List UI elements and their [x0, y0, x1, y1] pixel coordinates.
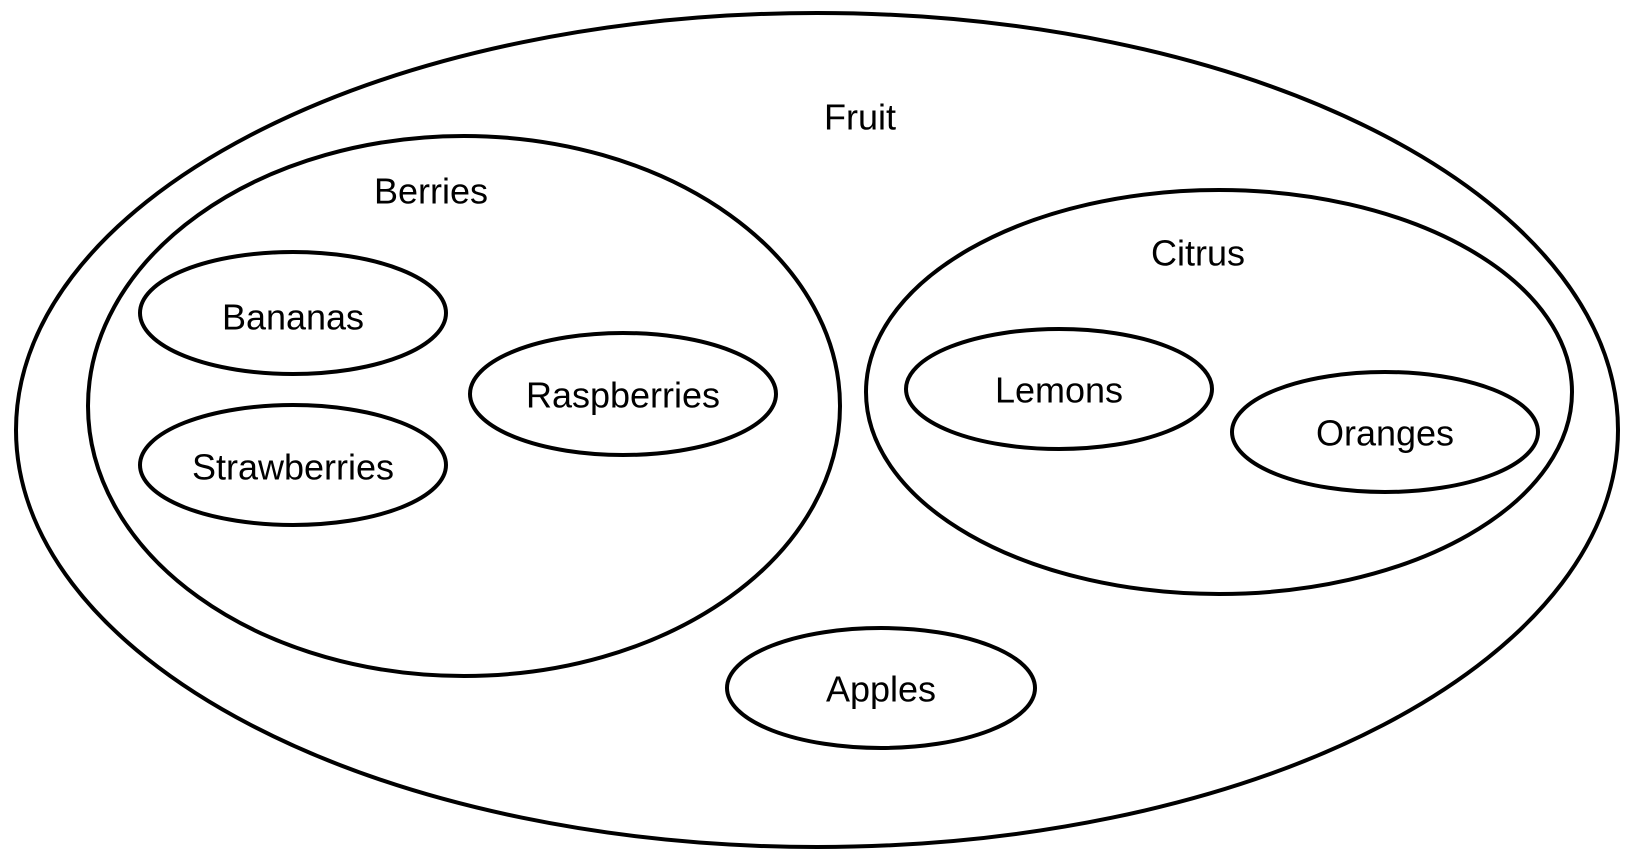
item-bananas: Bananas [138, 250, 448, 376]
item-raspberries: Raspberries [468, 331, 778, 457]
lemons-label: Lemons [995, 370, 1123, 411]
set-citrus: Citrus Lemons Oranges [864, 188, 1574, 596]
apples-ellipse [725, 626, 1037, 750]
oranges-ellipse [1230, 370, 1540, 494]
item-lemons: Lemons [904, 327, 1214, 451]
item-strawberries: Strawberries [138, 403, 448, 527]
citrus-label: Citrus [1151, 233, 1245, 274]
fruit-ellipse [14, 11, 1620, 849]
lemons-ellipse [904, 327, 1214, 451]
fruit-label: Fruit [824, 97, 896, 138]
set-berries: Berries Bananas Strawberries Raspberries [86, 134, 842, 678]
item-oranges: Oranges [1230, 370, 1540, 494]
citrus-ellipse [864, 188, 1574, 596]
bananas-label: Bananas [222, 297, 364, 338]
oranges-label: Oranges [1316, 413, 1454, 454]
strawberries-label: Strawberries [192, 447, 394, 488]
strawberries-ellipse [138, 403, 448, 527]
item-apples: Apples [725, 626, 1037, 750]
raspberries-label: Raspberries [526, 375, 720, 416]
berries-label: Berries [374, 171, 488, 212]
berries-ellipse [86, 134, 842, 678]
raspberries-ellipse [468, 331, 778, 457]
bananas-ellipse [138, 250, 448, 376]
set-fruit: Fruit [14, 11, 1620, 849]
apples-label: Apples [826, 669, 936, 710]
